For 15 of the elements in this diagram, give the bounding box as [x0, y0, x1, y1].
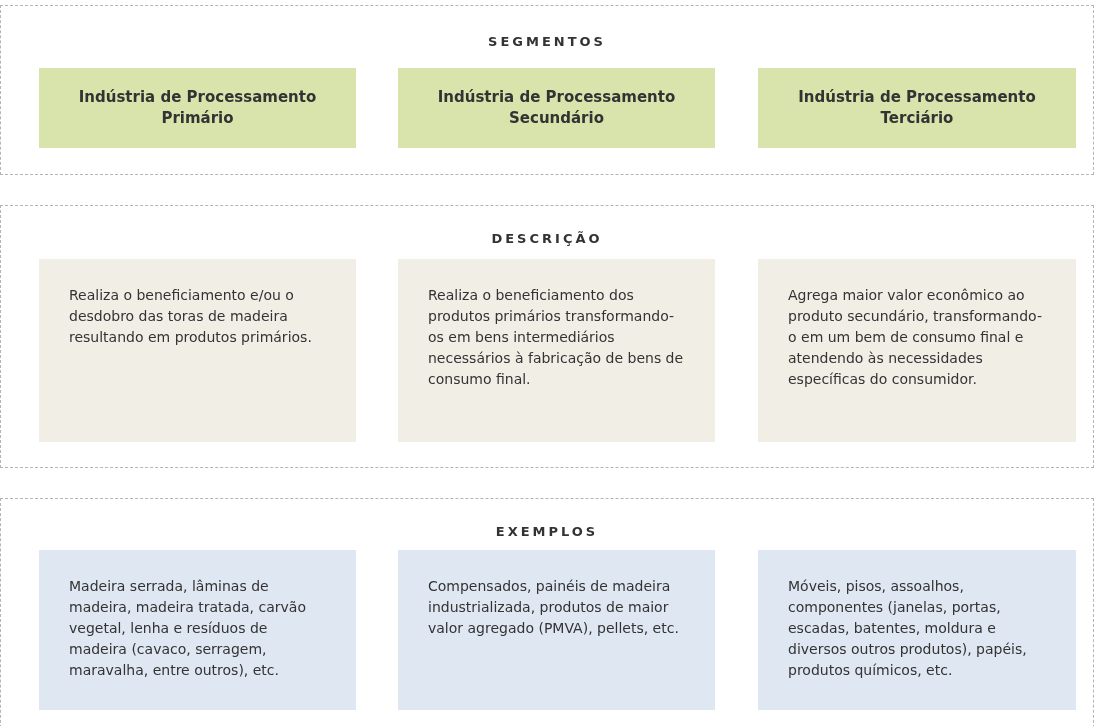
dashed-panel: [0, 498, 1094, 726]
example-box: Madeira serrada, lâminas de madeira, madeira tratada, carvão vegetal, lenha e resíduos de madeira (cavaco, serragem, maravalha, entre outros), etc.: [39, 550, 356, 710]
example-box: Móveis, pisos, assoalhos, componentes (janelas, portas, escadas, batentes, moldura e diversos outros produtos), papéis, produtos químicos, etc.: [758, 550, 1076, 710]
segment-box: Indústria de Processamento Primário: [39, 68, 356, 148]
section-heading: SEGMENTOS: [487, 34, 607, 49]
section-heading: DESCRIÇÃO: [490, 231, 604, 246]
example-box: Compensados, painéis de madeira industrializada, produtos de maior valor agregado (PMVA), pellets, etc.: [398, 550, 715, 710]
segment-box: Indústria de Processamento Secundário: [398, 68, 715, 148]
description-box: Realiza o beneficiamento dos produtos primários transformando-os em bens intermediários necessários à fabricação de bens de consumo final.: [398, 259, 715, 442]
segment-box: Indústria de Processamento Terciário: [758, 68, 1076, 148]
section-heading: EXEMPLOS: [494, 524, 600, 539]
dashed-panel: [0, 205, 1094, 468]
description-box: Realiza o beneficiamento e/ou o desdobro das toras de madeira resultando em produtos primários.: [39, 259, 356, 442]
dashed-panel: [0, 5, 1094, 175]
description-box: Agrega maior valor econômico ao produto secundário, transformando-o em um bem de consumo final e atendendo às necessidades específicas do consumidor.: [758, 259, 1076, 442]
